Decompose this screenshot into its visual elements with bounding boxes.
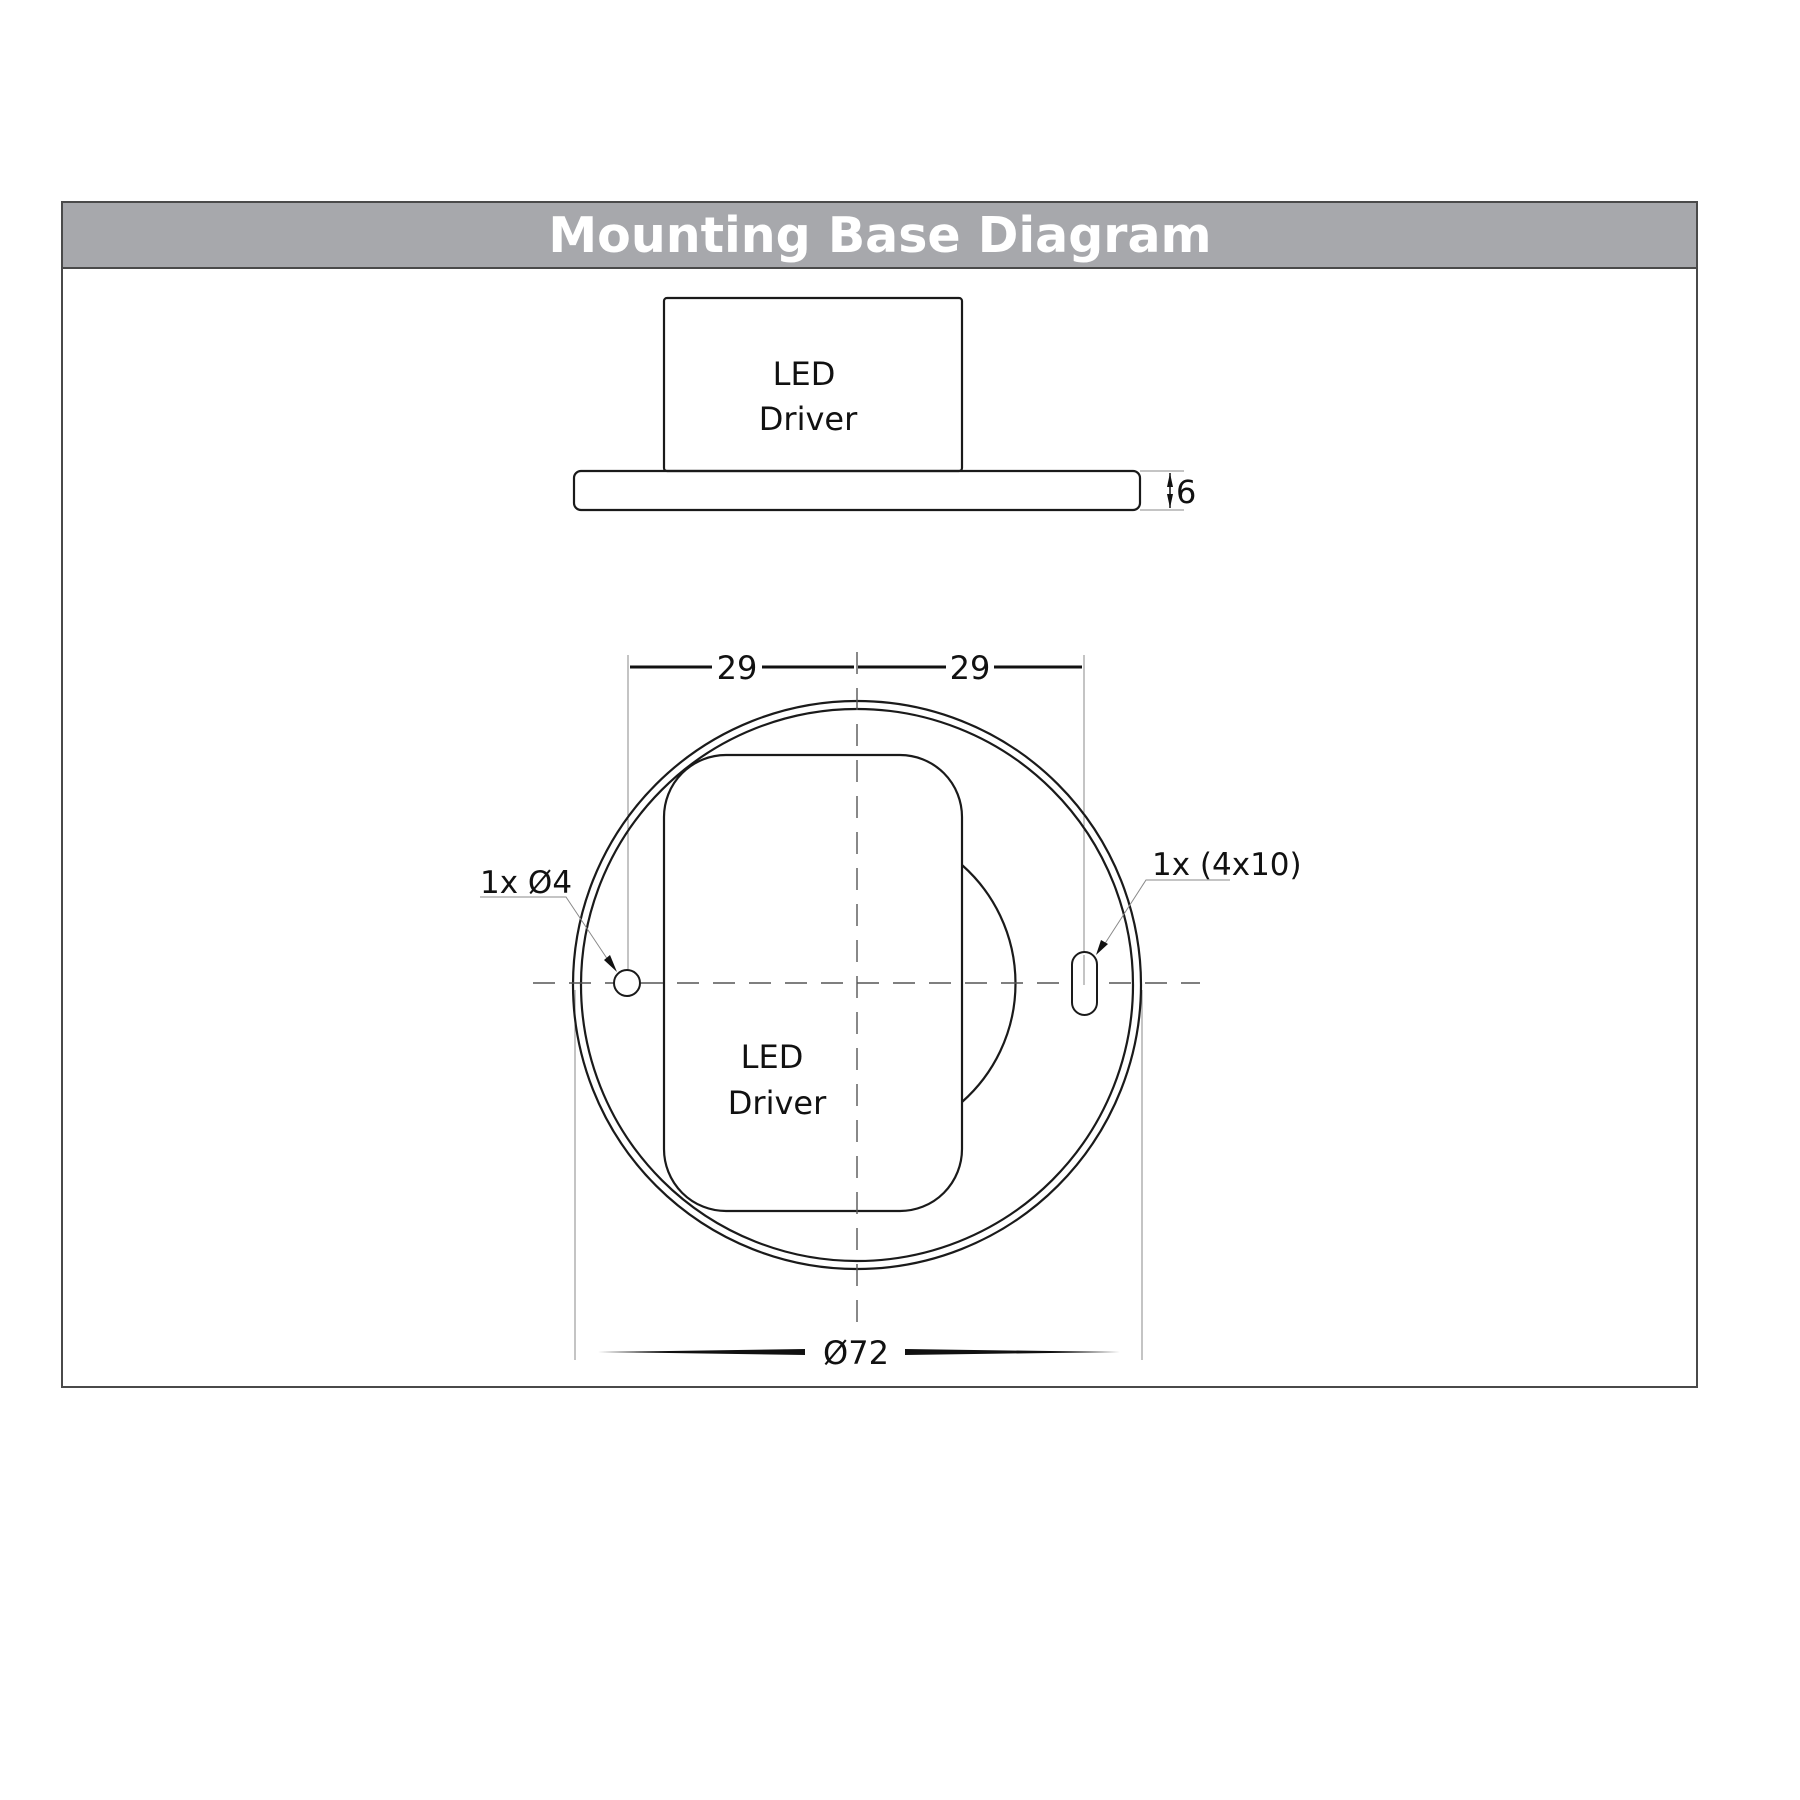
plan-driver-label-line2: Driver	[728, 1084, 827, 1122]
plan-driver-box	[662, 753, 964, 1213]
round-hole-icon	[613, 969, 641, 997]
plate-thickness-label: 6	[1176, 473, 1196, 511]
page-title: Mounting Base Diagram	[548, 207, 1211, 264]
diagram-frame	[61, 201, 1698, 1388]
header-bar	[61, 201, 1698, 269]
arrow-down-icon	[1167, 494, 1173, 508]
slot-hole-callout: 1x (4x10)	[1152, 847, 1302, 883]
side-driver-label-line1: LED	[773, 355, 836, 393]
callout-arrow-icon	[604, 955, 617, 972]
side-base-plate	[572, 469, 1142, 512]
diameter-label: Ø72	[823, 1334, 889, 1372]
dim-left-29-label: 29	[717, 649, 758, 687]
dim-line-right	[905, 1349, 1120, 1355]
side-view: LED Driver 6	[572, 296, 1196, 512]
side-driver-label-line2: Driver	[759, 400, 858, 438]
dim-right-29-label: 29	[950, 649, 991, 687]
dim-line-left	[598, 1349, 805, 1355]
arrow-up-icon	[1167, 473, 1173, 487]
round-hole-callout: 1x Ø4	[480, 865, 572, 901]
plan-view: 29 29 1x Ø4 1x (4x10) LED Driver	[480, 649, 1302, 1372]
plan-driver-label-line1: LED	[741, 1038, 804, 1076]
callout-arrow-icon	[1096, 940, 1108, 955]
